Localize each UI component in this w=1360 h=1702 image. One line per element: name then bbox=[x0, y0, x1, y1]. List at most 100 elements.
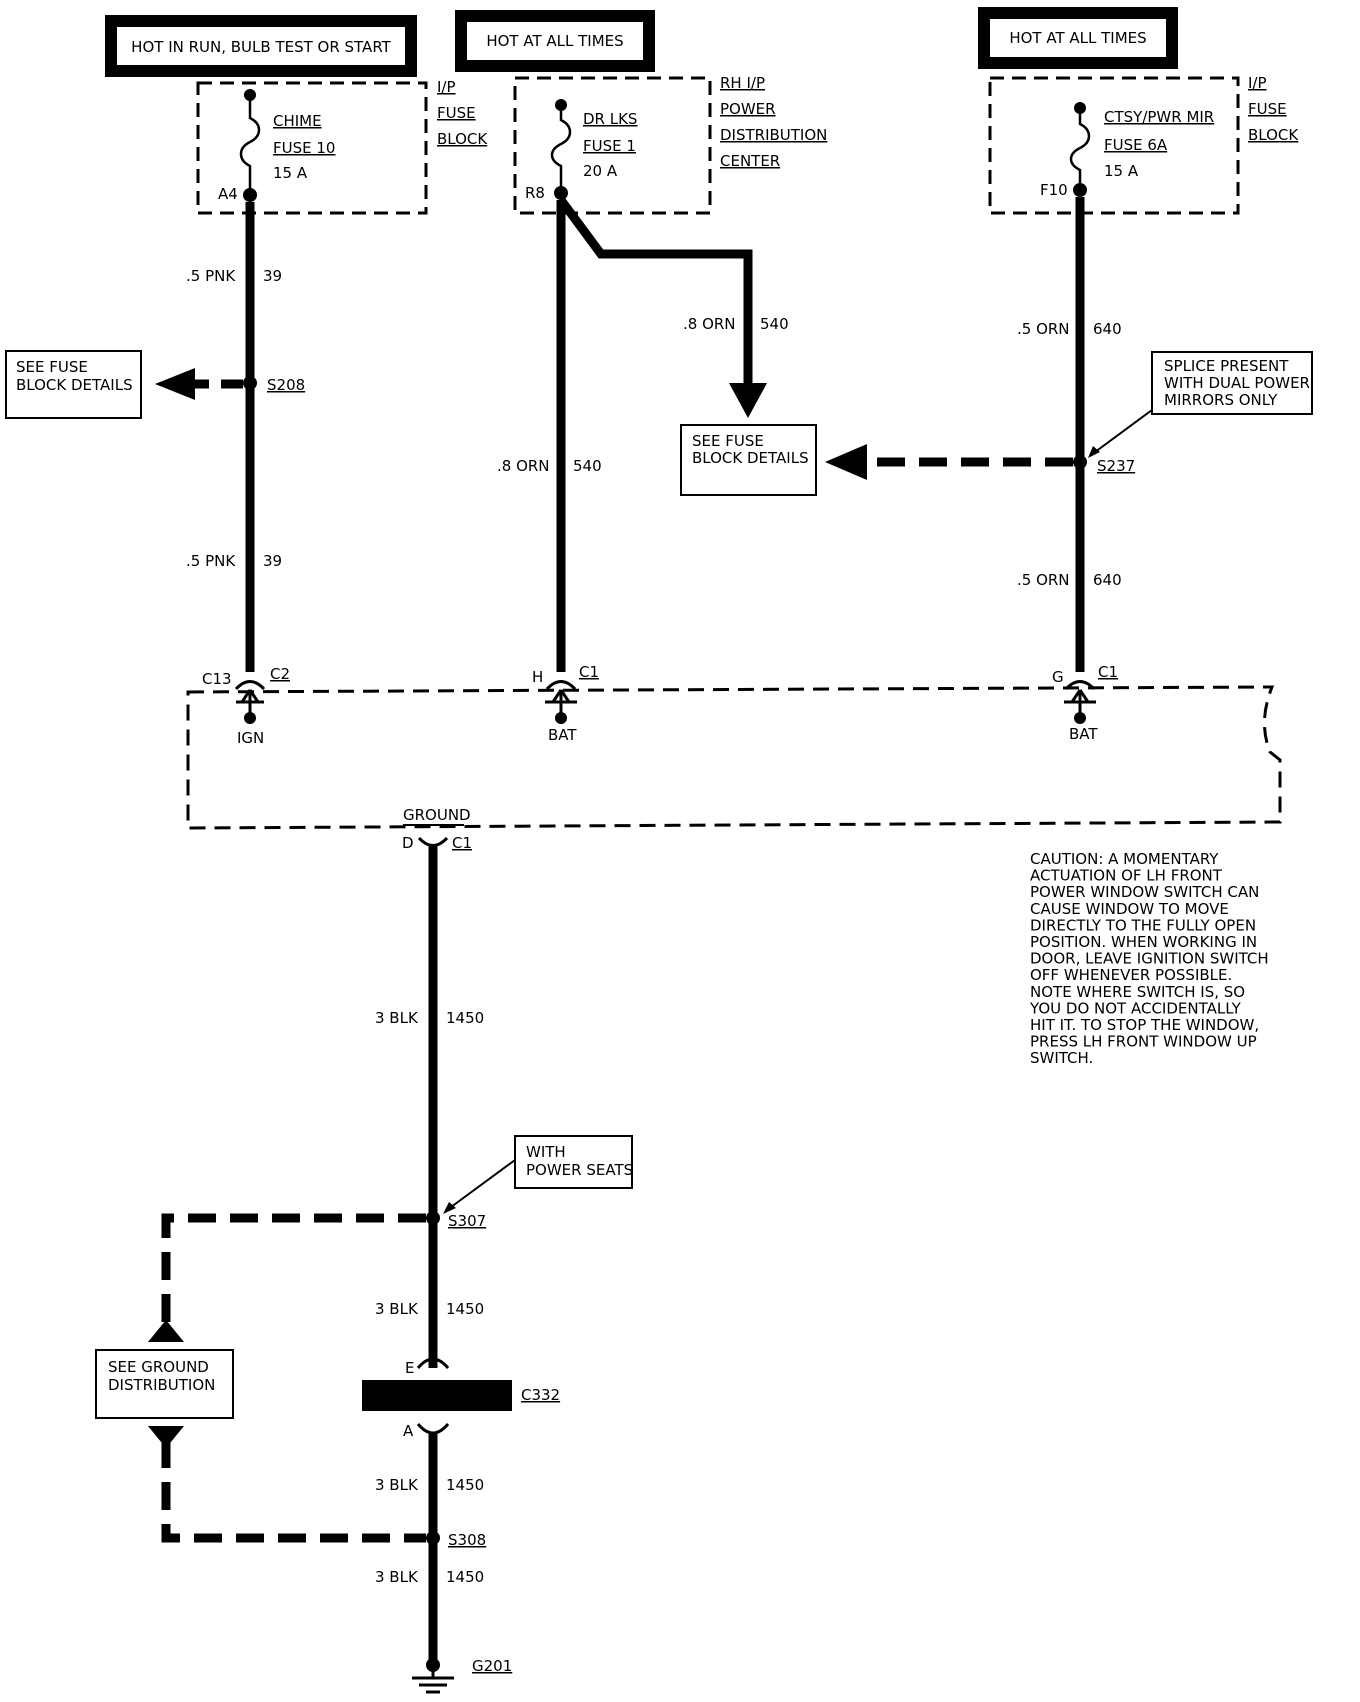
caution-line: CAUSE WINDOW TO MOVE bbox=[1030, 900, 1229, 918]
block-label-pdc-1: RH I/P bbox=[720, 74, 765, 92]
caution-line: DOOR, LEAVE IGNITION SWITCH bbox=[1030, 950, 1269, 968]
wire-orn-640: .5 ORN 640 .5 ORN 640 S237 bbox=[1017, 197, 1135, 672]
fuse-drlks-fuse: FUSE 1 bbox=[583, 137, 636, 155]
splice-note-line2: WITH DUAL POWER bbox=[1164, 374, 1310, 392]
see-fuse-mid-line2: BLOCK DETAILS bbox=[692, 449, 809, 467]
wire-orn8-circuit-2: 540 bbox=[760, 315, 789, 333]
connector-bat-2: G C1 BAT bbox=[1052, 663, 1118, 743]
wire-blk-size-1: 3 BLK bbox=[375, 1009, 419, 1027]
power-source-hot-2: HOT AT ALL TIMES bbox=[978, 7, 1178, 69]
wire-pnk-39: .5 PNK 39 .5 PNK 39 S208 bbox=[186, 202, 305, 672]
connector-ign-label: IGN bbox=[237, 729, 264, 747]
fuse-drlks-pin: R8 bbox=[525, 184, 545, 202]
block-label-right-1: I/P bbox=[1248, 74, 1267, 92]
see-ground-line2: DISTRIBUTION bbox=[108, 1376, 215, 1394]
wire-orn8-circuit-1: 540 bbox=[573, 457, 602, 475]
connector-d: D bbox=[402, 834, 414, 852]
connector-h: H bbox=[532, 668, 543, 686]
wire-orn-540: .8 ORN 540 .8 ORN 540 bbox=[497, 197, 789, 672]
connector-g: G bbox=[1052, 668, 1064, 686]
fuse-block-right-outline bbox=[988, 76, 1240, 215]
splice-s308: S308 bbox=[448, 1531, 486, 1549]
ground-g201: G201 bbox=[412, 1657, 512, 1694]
branch-s237: SEE FUSE BLOCK DETAILS bbox=[680, 424, 1073, 496]
ground-distribution-branch: SEE GROUND DISTRIBUTION bbox=[95, 1213, 426, 1543]
caution-line: OFF WHENEVER POSSIBLE. bbox=[1030, 966, 1232, 984]
fuse-drlks-name: DR LKS bbox=[583, 110, 637, 128]
wire-pnk-size-2: .5 PNK bbox=[186, 552, 236, 570]
fuse-ctsy-rating: 15 A bbox=[1104, 162, 1139, 180]
connector-ground-label: GROUND bbox=[403, 806, 471, 824]
block-label-pdc-4: CENTER bbox=[720, 152, 780, 170]
power-source-hot-1: HOT AT ALL TIMES bbox=[455, 10, 655, 72]
caution-line: DIRECTLY TO THE FULLY OPEN bbox=[1030, 916, 1256, 934]
wire-orn8-size-1: .8 ORN bbox=[497, 457, 550, 475]
connector-c1-a: C1 bbox=[579, 663, 599, 681]
wire-blk-circuit-1: 1450 bbox=[446, 1009, 484, 1027]
see-fuse-left-line1: SEE FUSE bbox=[16, 358, 88, 376]
splice-note: SPLICE PRESENT WITH DUAL POWER MIRRORS O… bbox=[1088, 351, 1313, 458]
connector-c332-label: C332 bbox=[521, 1386, 560, 1404]
power-seats-line2: POWER SEATS bbox=[526, 1161, 633, 1179]
power-seats-note: WITH POWER SEATS bbox=[443, 1135, 633, 1214]
fuse-chime: CHIME FUSE 10 15 A A4 bbox=[218, 89, 335, 203]
caution-line: NOTE WHERE SWITCH IS, SO bbox=[1030, 983, 1245, 1001]
caution-line: ACTUATION OF LH FRONT bbox=[1030, 867, 1223, 885]
connector-bat-1-label: BAT bbox=[548, 726, 577, 744]
fuse-drlks: DR LKS FUSE 1 20 A R8 bbox=[525, 99, 637, 202]
wire-pnk-circuit-1: 39 bbox=[263, 267, 282, 285]
wire-pnk-size-1: .5 PNK bbox=[186, 267, 236, 285]
wire-blk-circuit-3: 1450 bbox=[446, 1476, 484, 1494]
block-label-pdc-2: POWER bbox=[720, 100, 776, 118]
power-seats-line1: WITH bbox=[526, 1143, 566, 1161]
wire-blk-size-3: 3 BLK bbox=[375, 1476, 419, 1494]
wire-blk-1450: 3 BLK 1450 3 BLK 1450 3 BLK 1450 3 BLK 1… bbox=[375, 845, 486, 1665]
block-label-right-3: BLOCK bbox=[1248, 126, 1299, 144]
power-source-run-label: HOT IN RUN, BULB TEST OR START bbox=[131, 38, 391, 56]
block-label-left-1: I/P bbox=[437, 78, 456, 96]
fuse-ctsy: CTSY/PWR MIR FUSE 6A 15 A F10 bbox=[1040, 102, 1214, 199]
splice-note-line1: SPLICE PRESENT bbox=[1164, 357, 1289, 375]
branch-s208: SEE FUSE BLOCK DETAILS bbox=[5, 350, 243, 419]
wire-pnk-circuit-2: 39 bbox=[263, 552, 282, 570]
see-ground-line1: SEE GROUND bbox=[108, 1358, 209, 1376]
connector-bat-2-label: BAT bbox=[1069, 725, 1098, 743]
connector-c1-c: C1 bbox=[452, 834, 472, 852]
caution-line: POWER WINDOW SWITCH CAN bbox=[1030, 883, 1259, 901]
fuse-block-left-outline bbox=[196, 81, 428, 215]
caution-line: POSITION. WHEN WORKING IN bbox=[1030, 933, 1257, 951]
fuse-drlks-rating: 20 A bbox=[583, 162, 618, 180]
fuse-ctsy-name: CTSY/PWR MIR bbox=[1104, 108, 1214, 126]
component-outline bbox=[186, 685, 1282, 830]
power-source-hot-1-label: HOT AT ALL TIMES bbox=[486, 32, 623, 50]
fuse-chime-rating: 15 A bbox=[273, 164, 308, 182]
connector-c2: C2 bbox=[270, 665, 290, 683]
caution-line: YOU DO NOT ACCIDENTALLY bbox=[1029, 999, 1242, 1017]
connector-c332: E A C332 bbox=[362, 1357, 560, 1440]
caution-line: CAUTION: A MOMENTARY bbox=[1030, 850, 1219, 868]
splice-s307: S307 bbox=[448, 1212, 486, 1230]
splice-s208: S208 bbox=[267, 376, 305, 394]
block-label-right: I/P FUSE BLOCK bbox=[1248, 74, 1299, 144]
see-fuse-left-line2: BLOCK DETAILS bbox=[16, 376, 133, 394]
pdc-outline bbox=[513, 76, 712, 215]
block-label-pdc-3: DISTRIBUTION bbox=[720, 126, 827, 144]
fuse-chime-name: CHIME bbox=[273, 112, 322, 130]
connector-c1-b: C1 bbox=[1098, 663, 1118, 681]
fuse-chime-fuse: FUSE 10 bbox=[273, 139, 335, 157]
fuse-chime-pin: A4 bbox=[218, 185, 238, 203]
see-fuse-mid-line1: SEE FUSE bbox=[692, 432, 764, 450]
wire-orn5-circuit-2: 640 bbox=[1093, 571, 1122, 589]
wire-blk-circuit-2: 1450 bbox=[446, 1300, 484, 1318]
connector-c13: C13 bbox=[202, 670, 232, 688]
wire-orn5-size-1: .5 ORN bbox=[1017, 320, 1070, 338]
connector-ground: GROUND D C1 bbox=[402, 806, 472, 852]
caution-line: PRESS LH FRONT WINDOW UP bbox=[1030, 1033, 1257, 1051]
fuse-ctsy-fuse: FUSE 6A bbox=[1104, 136, 1168, 154]
connector-bat-1: H C1 BAT bbox=[532, 663, 599, 744]
caution-line: HIT IT. TO STOP THE WINDOW, bbox=[1030, 1016, 1259, 1034]
block-label-left: I/P FUSE BLOCK bbox=[437, 78, 488, 148]
wire-blk-size-2: 3 BLK bbox=[375, 1300, 419, 1318]
connector-e: E bbox=[405, 1359, 414, 1377]
block-label-left-2: FUSE bbox=[437, 104, 476, 122]
